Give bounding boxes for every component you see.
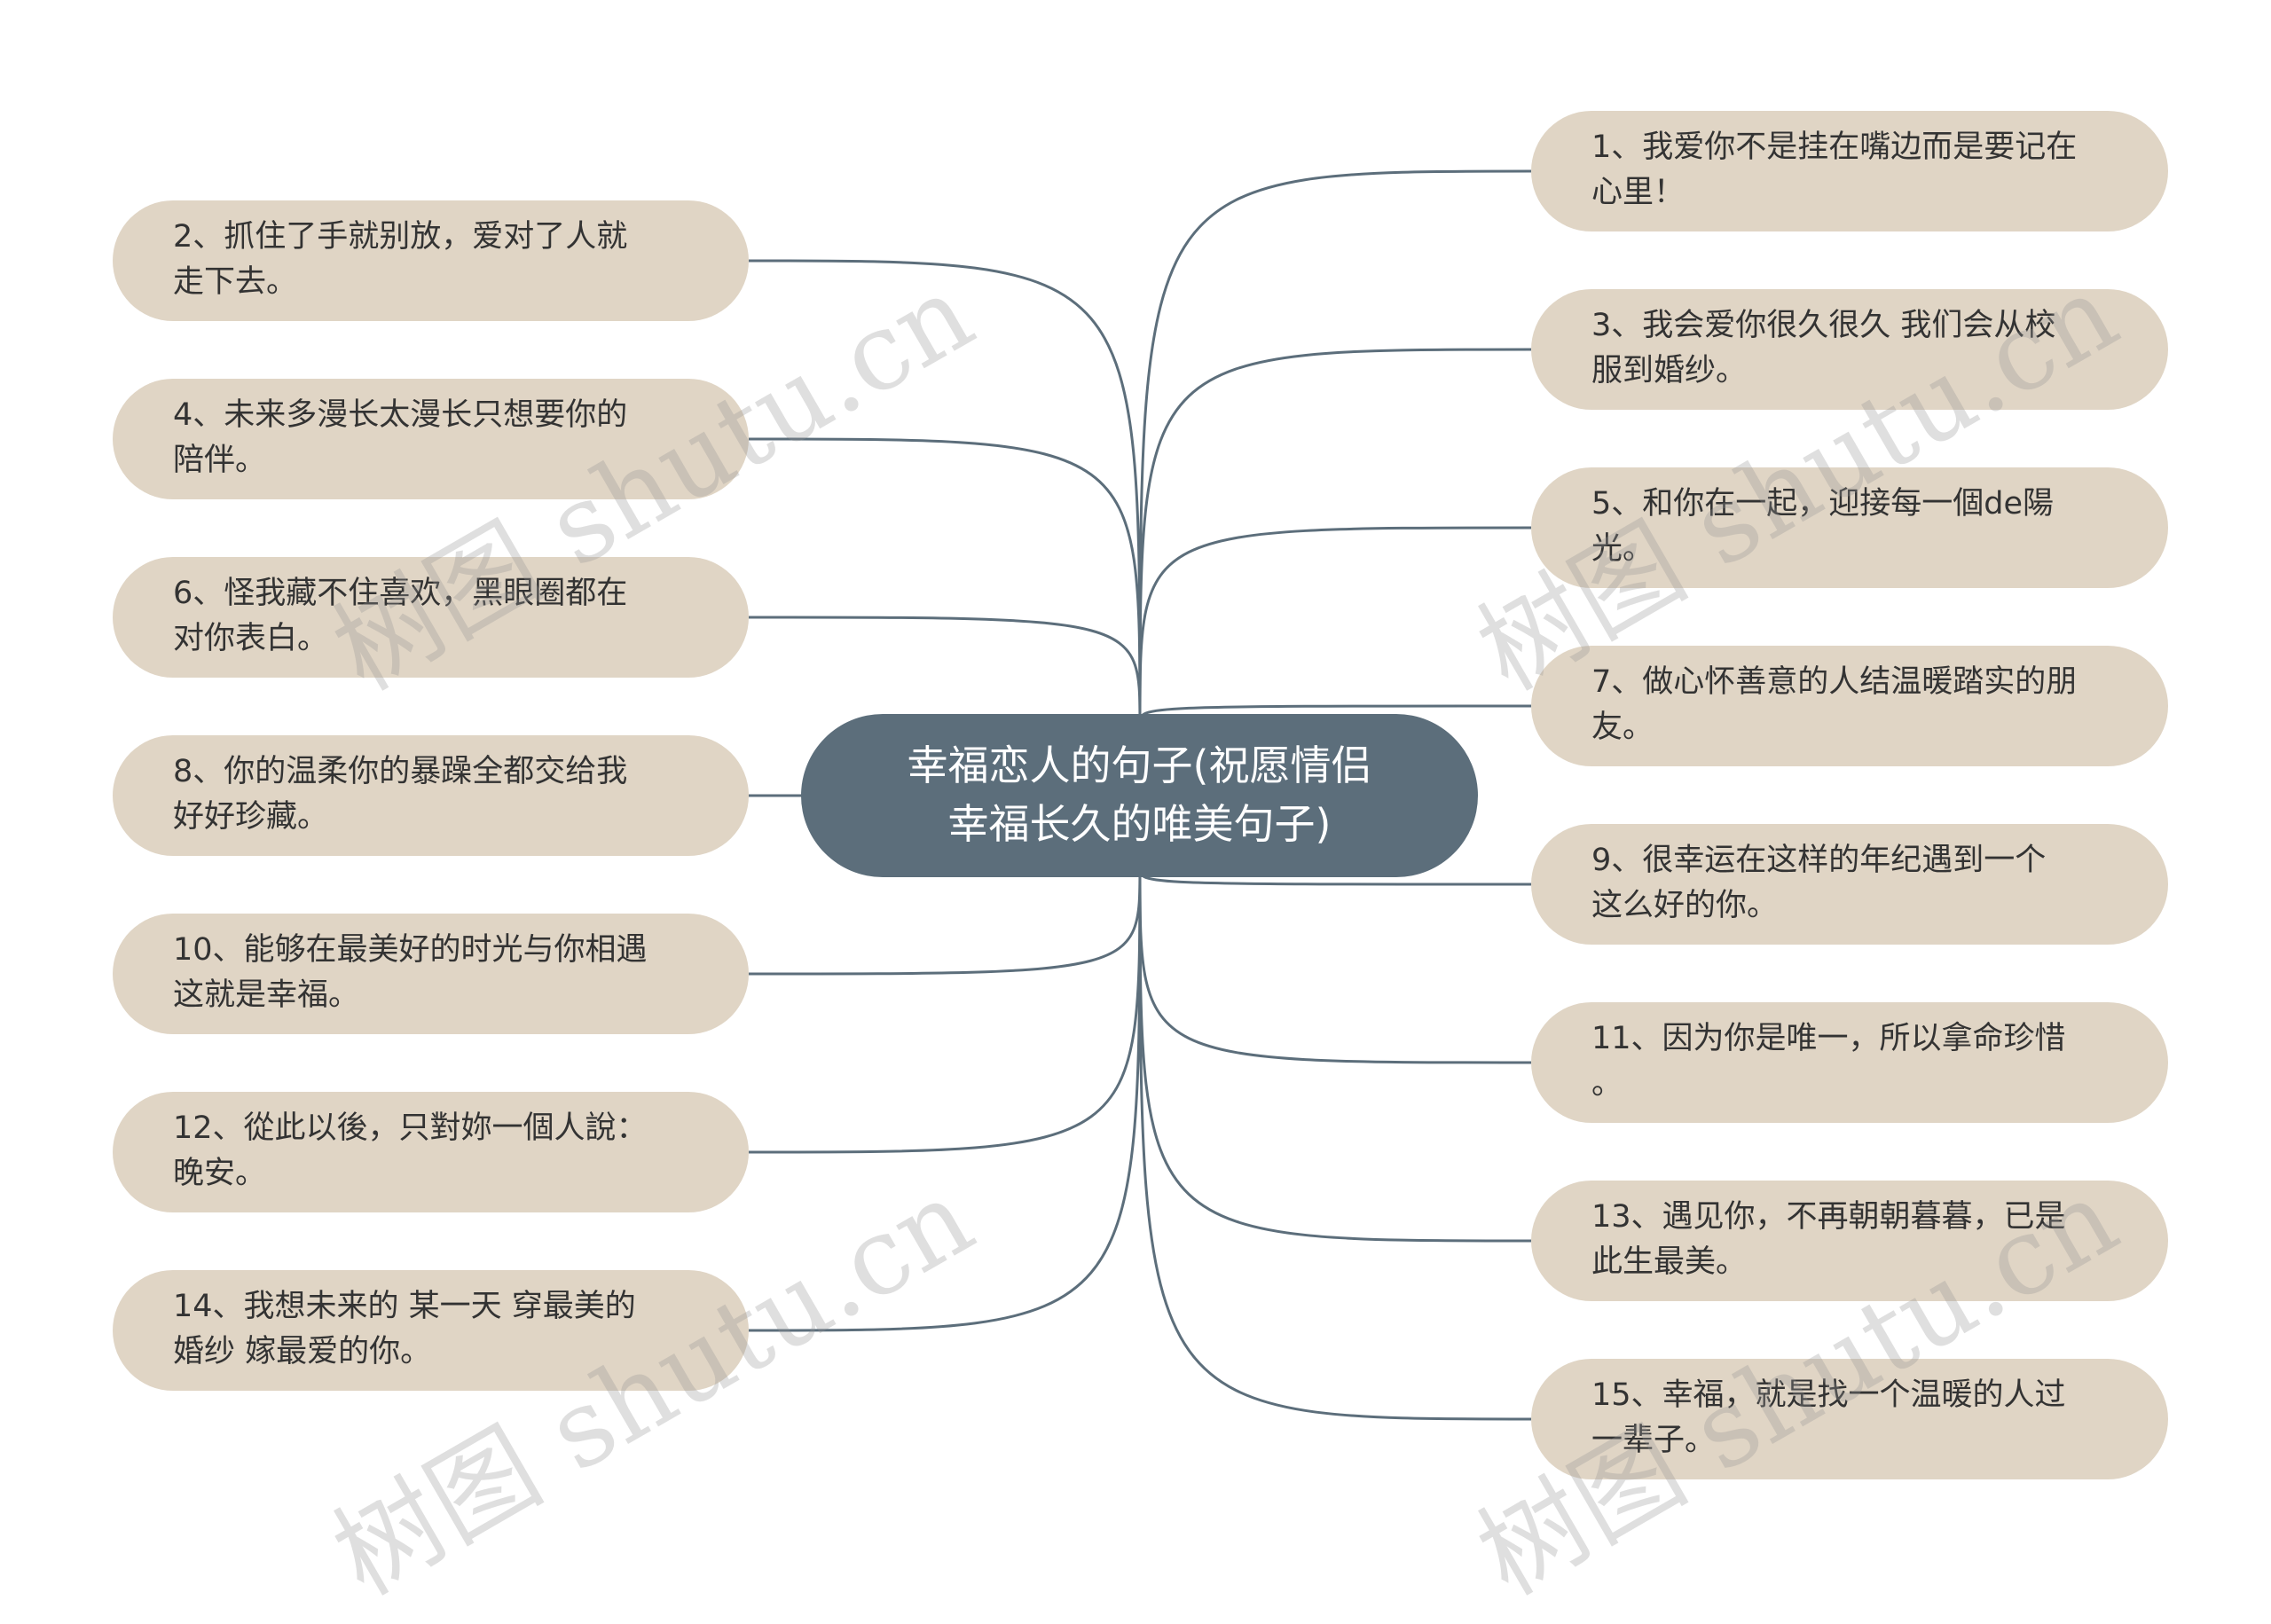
right-node-4[interactable]: 7、做心怀善意的人结温暖踏实的朋 友。 bbox=[1531, 646, 2168, 766]
right-edge-14 bbox=[1138, 867, 1532, 1243]
left-node-2[interactable]: 4、未来多漫长太漫长只想要你的 陪伴。 bbox=[113, 379, 749, 499]
right-node-1[interactable]: 1、我爱你不是挂在嘴边而是要记在 心里！ bbox=[1531, 111, 2168, 231]
right-node-3[interactable]: 5、和你在一起，迎接每一個de陽 光。 bbox=[1531, 467, 2168, 588]
left-edge-7 bbox=[748, 867, 1142, 1332]
right-edge-10 bbox=[1138, 526, 1532, 724]
left-edge-6 bbox=[748, 867, 1142, 1154]
right-edge-13 bbox=[1138, 867, 1532, 1064]
left-node-6[interactable]: 12、從此以後，只對妳一個人說： 晚安。 bbox=[113, 1092, 749, 1212]
left-edge-5 bbox=[748, 867, 1142, 976]
right-node-2[interactable]: 3、我会爱你很久很久 我们会从校 服到婚纱。 bbox=[1531, 289, 2168, 410]
right-node-5[interactable]: 9、很幸运在这样的年纪遇到一个 这么好的你。 bbox=[1531, 824, 2168, 945]
central-topic[interactable]: 幸福恋人的句子(祝愿情侣 幸福长久的唯美句子) bbox=[801, 714, 1478, 877]
left-node-1[interactable]: 2、抓住了手就别放，爱对了人就 走下去。 bbox=[113, 200, 749, 321]
right-edge-9 bbox=[1138, 348, 1532, 724]
left-edge-2 bbox=[748, 437, 1142, 724]
right-node-6[interactable]: 11、因为你是唯一，所以拿命珍惜 。 bbox=[1531, 1002, 2168, 1123]
left-edge-3 bbox=[748, 616, 1142, 724]
left-node-7[interactable]: 14、我想未来的 某一天 穿最美的 婚纱 嫁最爱的你。 bbox=[113, 1270, 749, 1391]
right-edge-15 bbox=[1138, 867, 1532, 1421]
right-edge-8 bbox=[1138, 169, 1532, 724]
left-node-4[interactable]: 8、你的温柔你的暴躁全都交给我 好好珍藏。 bbox=[113, 735, 749, 856]
left-node-3[interactable]: 6、怪我藏不住喜欢，黑眼圈都在 对你表白。 bbox=[113, 557, 749, 678]
right-node-7[interactable]: 13、遇见你，不再朝朝暮暮，已是 此生最美。 bbox=[1531, 1181, 2168, 1301]
left-node-5[interactable]: 10、能够在最美好的时光与你相遇 这就是幸福。 bbox=[113, 914, 749, 1034]
left-edge-1 bbox=[748, 259, 1142, 724]
right-node-8[interactable]: 15、幸福，就是找一个温暖的人过 一辈子。 bbox=[1531, 1359, 2168, 1479]
mindmap-canvas: 2、抓住了手就别放，爱对了人就 走下去。 4、未来多漫长太漫长只想要你的 陪伴。… bbox=[113, 111, 2168, 1619]
